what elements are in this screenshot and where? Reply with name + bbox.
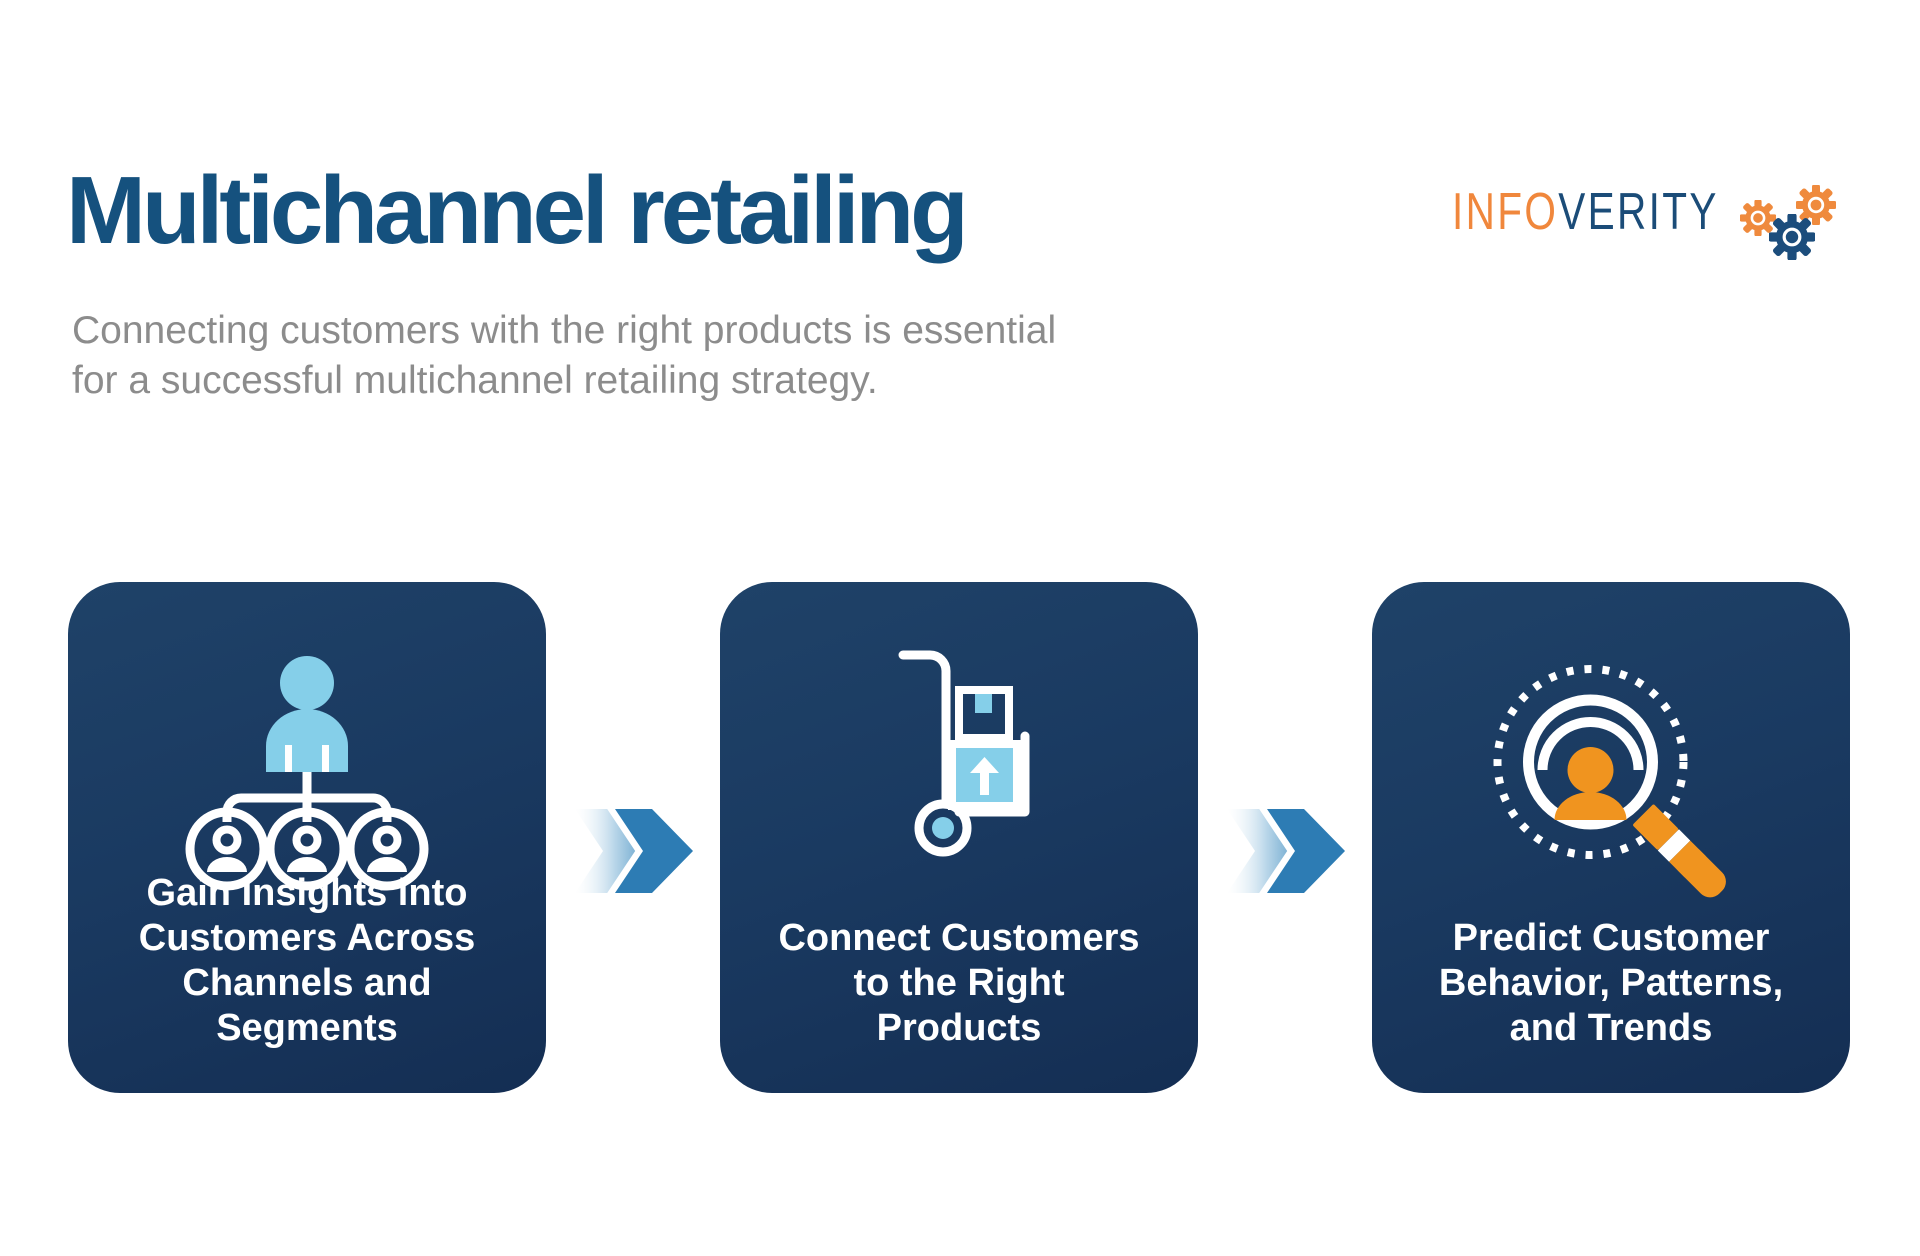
step-card-label: Predict Customer Behavior, Patterns, and… — [1438, 917, 1784, 1049]
hand-truck-boxes-icon — [898, 650, 1030, 857]
org-chart-customers-icon — [185, 656, 429, 891]
step-card-predict-behavior: Predict Customer Behavior, Patterns, and… — [1372, 582, 1850, 1093]
double-chevron-right-icon — [575, 809, 693, 893]
step-card-label: Connect Customers to the Right Products — [778, 917, 1140, 1049]
gear-navy-icon — [1769, 214, 1815, 260]
step-card-connect-customers: Connect Customers to the Right Products — [720, 582, 1198, 1093]
logo-text-verity: VERITY — [1558, 183, 1719, 241]
gear-orange-small-icon — [1740, 200, 1776, 236]
subtitle-line-1: Connecting customers with the right prod… — [72, 309, 1057, 352]
step-card-gain-insights: Gain Insights into Customers Across Chan… — [68, 582, 546, 1093]
subtitle-line-2: for a successful multichannel retailing … — [72, 359, 878, 402]
magnifier-customer-icon — [1493, 665, 1726, 898]
step-card-label: Gain Insights into Customers Across Chan… — [138, 872, 476, 1049]
logo-text-info: INFO — [1452, 183, 1559, 241]
gear-orange-large-icon — [1796, 185, 1836, 225]
page-title: Multichannel retailing — [66, 157, 969, 264]
double-chevron-right-icon — [1227, 809, 1345, 893]
page-subtitle: Connecting customers with the right prod… — [72, 306, 1056, 406]
infoverity-logo-wordmark: INFOVERITY — [1452, 186, 1719, 238]
